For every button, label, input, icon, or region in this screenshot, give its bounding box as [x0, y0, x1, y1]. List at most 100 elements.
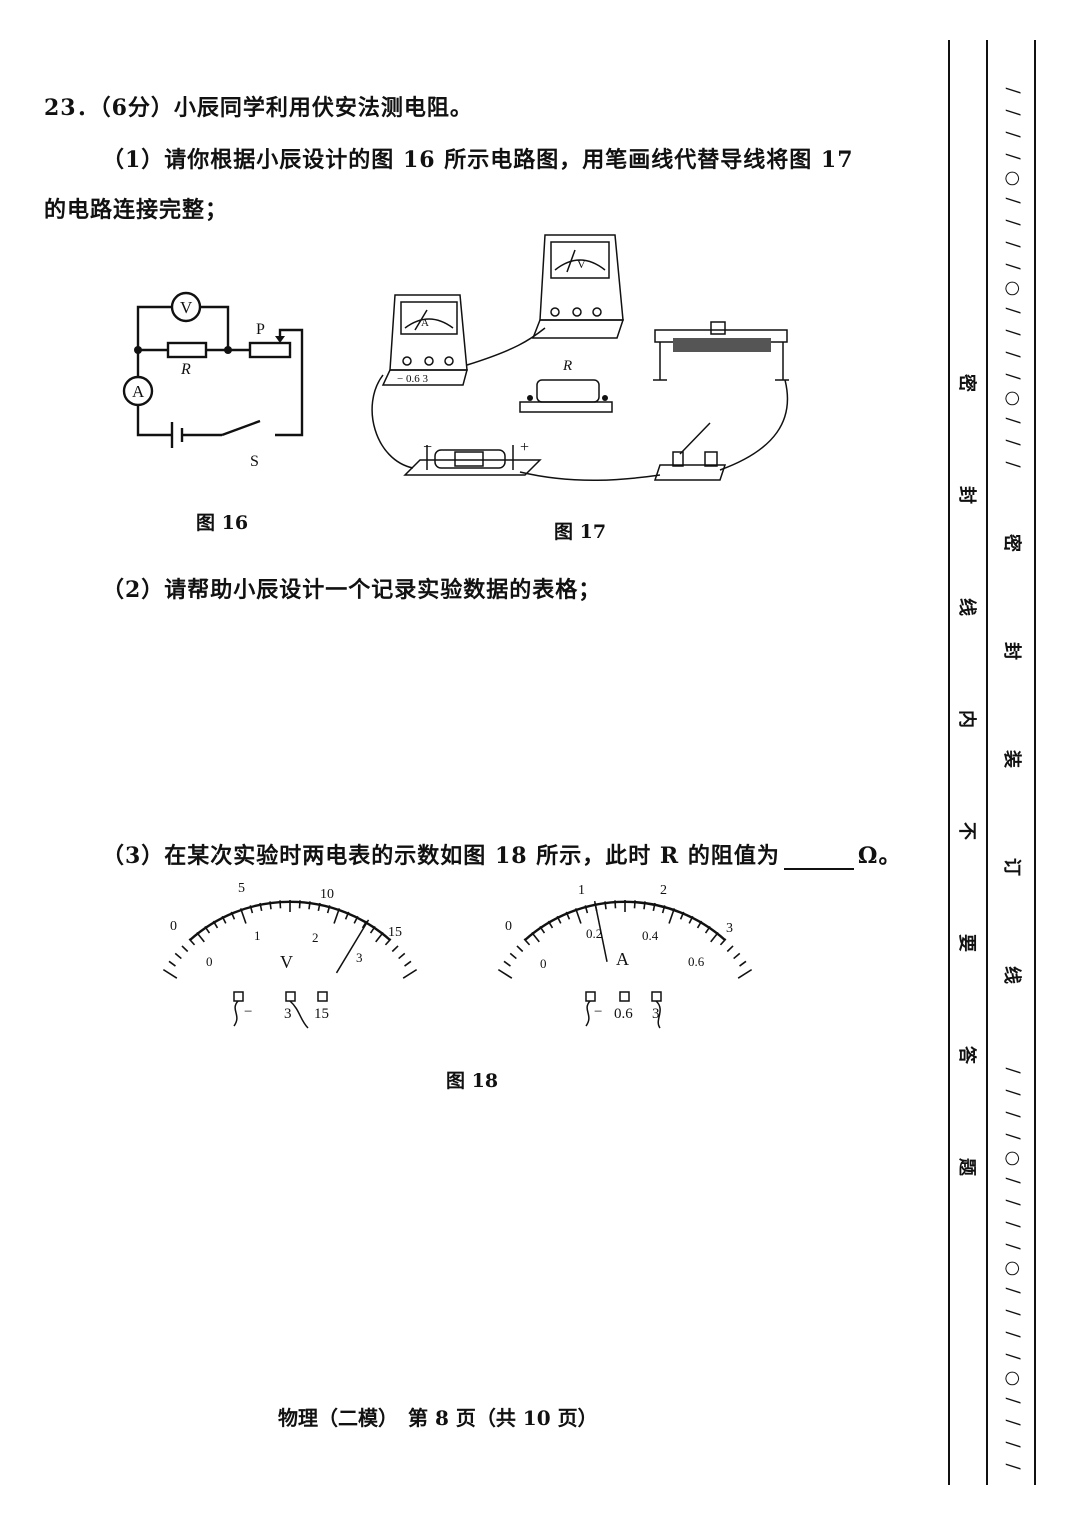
- voltmeter-tick-mark: [279, 900, 282, 909]
- ammeter-symbol-label: A: [132, 382, 145, 401]
- binding-rule-2: [986, 40, 988, 1485]
- a-inner-tick-04: 0.4: [642, 928, 659, 943]
- ammeter-tick-mark: [704, 926, 711, 934]
- voltmeter-tick-mark: [326, 905, 331, 914]
- ammeter-tick-mark: [497, 968, 513, 979]
- ammeter-tick-mark: [733, 952, 741, 960]
- ammeter-tick-mark: [710, 931, 719, 943]
- binding-slash-mark: /: [1002, 1089, 1024, 1096]
- ammeter-tick-mark: [726, 945, 734, 953]
- a-terminal-3: 3: [652, 1006, 660, 1022]
- figure-17-apparatus: A − 0.6 3 V R − +: [371, 234, 789, 481]
- voltmeter-tick-mark: [317, 902, 321, 912]
- binding-margin: 密封线内不要答题 密封装订线////○////○////○///////○///…: [940, 40, 1050, 1485]
- binding-outer-char: 封: [956, 486, 977, 504]
- battery-pos-label: +: [520, 439, 529, 456]
- figure-18-meters: 0 5 10 15 0 1 2 3 V − 3 15 0 1 2 3 0 0.2…: [162, 881, 753, 1029]
- figure-18-caption: 图 18: [446, 1070, 499, 1092]
- binding-circle-mark: ○: [1002, 170, 1024, 187]
- binding-circle-mark: ○: [1002, 1150, 1024, 1167]
- fixed-resistor: R: [519, 358, 613, 413]
- voltmeter-tick-mark: [204, 926, 211, 934]
- ammeter-dial: 0 1 2 3 0 0.2 0.4 0.6 A − 0.6 3: [497, 883, 753, 1029]
- sliding-rheostat: [653, 321, 789, 381]
- v-terminal-15: 15: [314, 1006, 329, 1022]
- v-outer-tick-15: 15: [388, 925, 402, 940]
- binding-slash-mark: /: [1002, 1287, 1024, 1294]
- binding-circle-mark: ○: [1002, 280, 1024, 297]
- figure-17-caption: 图 17: [554, 521, 607, 543]
- ammeter-tick-mark: [539, 926, 546, 934]
- part2-text: （2）请帮助小辰设计一个记录实验数据的表格；: [102, 577, 602, 603]
- a-inner-tick-02: 0.2: [586, 926, 602, 941]
- ammeter-tick-mark: [531, 931, 540, 943]
- ammeter-tick-mark: [696, 920, 703, 929]
- voltmeter-symbol-label: V: [180, 298, 193, 317]
- ammeter-tick-mark: [509, 952, 517, 960]
- binding-slash-mark: /: [1002, 1133, 1024, 1140]
- switch-symbol: [221, 419, 261, 437]
- v-inner-tick-1: 1: [254, 928, 261, 943]
- binding-inner-char: 装: [1001, 750, 1022, 768]
- binding-slash-mark: /: [1002, 1309, 1024, 1316]
- v-outer-tick-10: 10: [320, 887, 334, 902]
- voltmeter-tick-mark: [162, 968, 178, 979]
- voltmeter-tick-mark: [361, 920, 368, 929]
- a-outer-tick-2: 2: [660, 883, 667, 898]
- v-outer-tick-5: 5: [238, 881, 245, 896]
- binding-circle-mark: ○: [1002, 1370, 1024, 1387]
- rheostat-symbol: [248, 341, 292, 359]
- ammeter-tick-mark: [739, 960, 747, 967]
- ammeter-tick-mark: [503, 960, 511, 967]
- a-outer-tick-0: 0: [505, 919, 512, 934]
- ammeter-instrument-label: A: [421, 317, 429, 329]
- binding-inner-char: 封: [1001, 642, 1022, 660]
- binding-dash-line: 密封装订线////○////○////○///////○////○////○//…: [1000, 40, 1026, 1485]
- ammeter-tick-mark: [679, 911, 685, 920]
- v-inner-tick-0: 0: [206, 954, 213, 969]
- ammeter-tick-mark: [661, 905, 666, 914]
- voltmeter-tick-mark: [259, 902, 263, 912]
- part3-text-before: （3）在某次实验时两电表的示数如图 18 所示，此时 R 的阻值为: [102, 843, 780, 869]
- voltmeter-tick-mark: [221, 915, 227, 924]
- ammeter-terminal-labels: − 0.6 3: [397, 373, 428, 385]
- voltmeter-symbol: [170, 291, 202, 323]
- binding-inner-char: 密: [1001, 534, 1022, 552]
- voltmeter-tick-mark: [269, 901, 272, 910]
- binding-outer-char: 不: [956, 822, 977, 840]
- ammeter-tick-mark: [565, 911, 571, 920]
- figure-16-circuit: V R P A S: [122, 291, 304, 470]
- binding-inner-char: 订: [1001, 858, 1022, 876]
- voltmeter-tick-mark: [188, 938, 196, 946]
- binding-outer-char: 题: [956, 1158, 977, 1176]
- slider-label: P: [256, 321, 265, 338]
- binding-outer-char: 线: [956, 598, 977, 616]
- binding-slash-mark: /: [1002, 1243, 1024, 1250]
- binding-slash-mark: /: [1002, 1441, 1024, 1448]
- page-footer: 物理（二模） 第 8 页（共 10 页）: [278, 1406, 598, 1430]
- voltmeter-tick-mark: [168, 960, 176, 967]
- part1-text-line2: 的电路连接完整；: [44, 197, 229, 223]
- binding-slash-mark: /: [1002, 1463, 1024, 1470]
- binding-slash-mark: /: [1002, 197, 1024, 204]
- part1-text-line1: （1）请你根据小辰设计的图 16 所示电路图，用笔画线代替导线将图 17: [102, 147, 854, 173]
- binding-slash-mark: /: [1002, 1177, 1024, 1184]
- binding-slash-mark: /: [1002, 219, 1024, 226]
- voltmeter-tick-mark: [333, 908, 341, 924]
- binding-slash-mark: /: [1002, 1067, 1024, 1074]
- binding-slash-mark: /: [1002, 241, 1024, 248]
- ammeter-tick-mark: [719, 938, 727, 946]
- binding-slash-mark: /: [1002, 1353, 1024, 1360]
- ammeter-tick-mark: [652, 902, 656, 912]
- voltmeter-tick-mark: [196, 931, 205, 943]
- voltmeter-instrument-label: V: [577, 257, 586, 271]
- knife-switch: [653, 422, 727, 481]
- v-terminal-3: 3: [284, 1006, 292, 1022]
- binding-outer-char: 密: [956, 374, 977, 392]
- a-inner-tick-06: 0.6: [688, 954, 705, 969]
- v-outer-tick-0: 0: [170, 919, 177, 934]
- ammeter-tick-mark: [633, 900, 636, 909]
- binding-slash-mark: /: [1002, 263, 1024, 270]
- binding-slash-mark: /: [1002, 329, 1024, 336]
- answer-blank[interactable]: [783, 848, 854, 870]
